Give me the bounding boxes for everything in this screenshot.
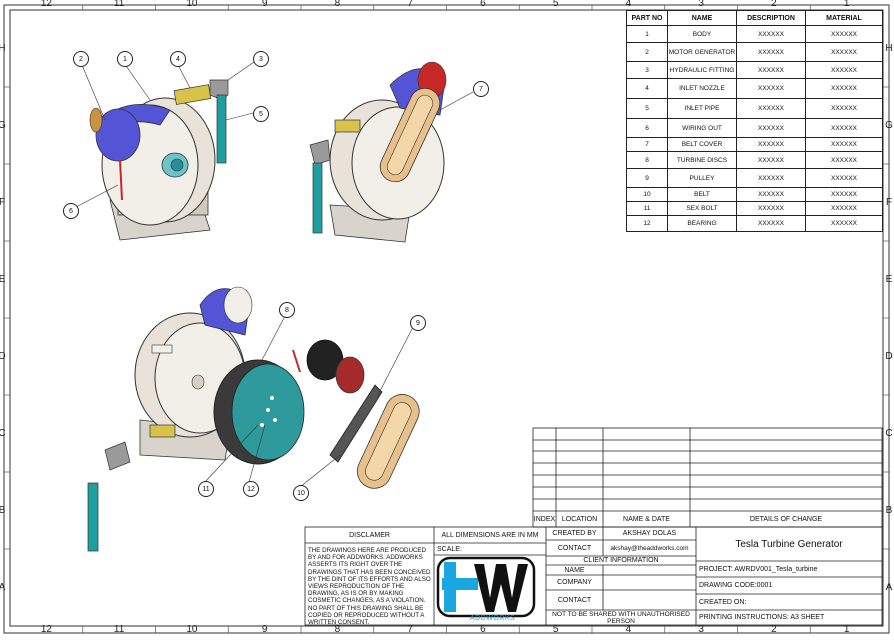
printing-instructions: PRINTING INSTRUCTIONS: A3 SHEET xyxy=(699,614,825,621)
zone-row-label: H xyxy=(0,42,6,54)
client-info-header: CLIENT INFORMATION xyxy=(583,557,659,564)
zone-column-label: 4 xyxy=(625,624,632,635)
zone-column-label: 5 xyxy=(552,0,559,9)
zone-column-label: 9 xyxy=(261,624,268,635)
drawing-title: Tesla Turbine Generator xyxy=(735,538,843,550)
zone-column-label: 8 xyxy=(334,624,341,635)
zone-column-label: 6 xyxy=(480,624,486,635)
revision-index-header: INDEX xyxy=(533,515,556,523)
bom-cell-no: 12 xyxy=(626,215,668,232)
zone-column-label: 2 xyxy=(771,624,777,635)
zone-column-label: 7 xyxy=(407,624,413,635)
part-balloon: 12 xyxy=(243,481,259,497)
contact-email[interactable]: akshay@theaddworks.com xyxy=(610,544,689,552)
part-balloon: 3 xyxy=(253,51,269,67)
drawing-code: DRAWING CODE:0001 xyxy=(699,582,773,589)
zone-row-label: G xyxy=(0,119,6,131)
revision-details-header: DETAILS OF CHANGE xyxy=(749,515,823,523)
zone-row-label: A xyxy=(0,581,6,593)
zone-row-label: E xyxy=(0,273,6,285)
zone-row-label: F xyxy=(885,196,893,208)
disclaimer-text: THE DRAWINGS HERE ARE PRODUCED BY AND FO… xyxy=(308,547,431,627)
part-balloon: 5 xyxy=(253,106,269,122)
disclaimer-title: DISCLAMER xyxy=(349,531,390,539)
zone-column-label: 9 xyxy=(261,0,268,9)
zone-row-label: C xyxy=(885,427,893,439)
zone-column-label: 8 xyxy=(334,0,341,9)
view-isometric-front xyxy=(89,79,229,241)
bom-cell-desc: XXXXXX xyxy=(736,215,806,232)
client-name-label: NAME xyxy=(564,566,585,574)
zone-row-label: G xyxy=(885,119,893,131)
zone-column-label: 7 xyxy=(407,0,413,9)
zone-column-label: 11 xyxy=(113,0,125,9)
zone-column-label: 3 xyxy=(698,0,704,9)
zone-row-label: E xyxy=(885,273,893,285)
bom-cell-mat: XXXXXX xyxy=(805,215,883,232)
addworks-logo xyxy=(436,556,536,618)
dimensions-note: ALL DIMENSIONS ARE IN MM xyxy=(441,531,539,539)
zone-row-label: D xyxy=(0,350,6,362)
zone-column-label: 10 xyxy=(186,624,198,635)
part-balloon: 10 xyxy=(293,485,309,501)
scale-label: SCALE: xyxy=(437,545,462,553)
zone-column-label: 11 xyxy=(113,624,125,635)
bom-cell-mat: XXXXXX xyxy=(805,118,883,138)
view-isometric-rear xyxy=(309,61,447,243)
zone-column-label: 4 xyxy=(625,0,632,9)
revision-location-header: LOCATION xyxy=(561,515,598,523)
logo-wordmark: ADDWORKS xyxy=(470,615,516,622)
zone-row-label: H xyxy=(885,42,893,54)
part-balloon: 8 xyxy=(279,302,295,318)
zone-row-label: C xyxy=(0,427,6,439)
zone-column-label: 3 xyxy=(698,624,704,635)
zone-column-label: 10 xyxy=(186,0,198,9)
zone-column-label: 1 xyxy=(843,0,850,9)
part-balloon: 7 xyxy=(473,81,489,97)
client-contact-label: CONTACT xyxy=(557,596,592,604)
zone-row-label: B xyxy=(0,504,6,516)
part-balloon: 9 xyxy=(410,315,426,331)
created-by-value: AKSHAY DOLAS xyxy=(622,530,677,537)
client-company-label: COMPANY xyxy=(557,579,592,586)
zone-row-label: F xyxy=(0,196,6,208)
revision-name-date-header: NAME & DATE xyxy=(623,515,670,523)
zone-row-label: D xyxy=(885,350,893,362)
part-balloon: 11 xyxy=(198,481,214,497)
part-balloon: 1 xyxy=(117,51,133,67)
view-exploded xyxy=(87,286,420,552)
created-by-label: CREATED BY xyxy=(552,530,597,537)
part-balloon: 4 xyxy=(170,51,186,67)
part-balloon: 2 xyxy=(73,51,89,67)
part-balloon: 6 xyxy=(63,203,79,219)
zone-column-label: 6 xyxy=(480,0,486,9)
leader-lines xyxy=(75,61,474,488)
zone-column-label: 5 xyxy=(552,624,559,635)
zone-row-label: B xyxy=(885,504,893,516)
zone-row-label: A xyxy=(885,581,893,593)
zone-column-label: 2 xyxy=(771,0,777,9)
project-code: PROJECT: AWRDV001_Tesla_turbine xyxy=(699,565,818,573)
bom-cell-mat: XXXXXX xyxy=(805,168,883,188)
zone-column-label: 1 xyxy=(843,624,850,635)
created-on: CREATED ON: xyxy=(699,598,747,606)
zone-column-label: 12 xyxy=(40,624,52,635)
confidentiality-notice: NOT TO BE SHARED WITH UNAUTHORISED PERSO… xyxy=(552,610,690,625)
contact-label: CONTACT xyxy=(557,544,592,552)
zone-column-label: 12 xyxy=(40,0,52,9)
